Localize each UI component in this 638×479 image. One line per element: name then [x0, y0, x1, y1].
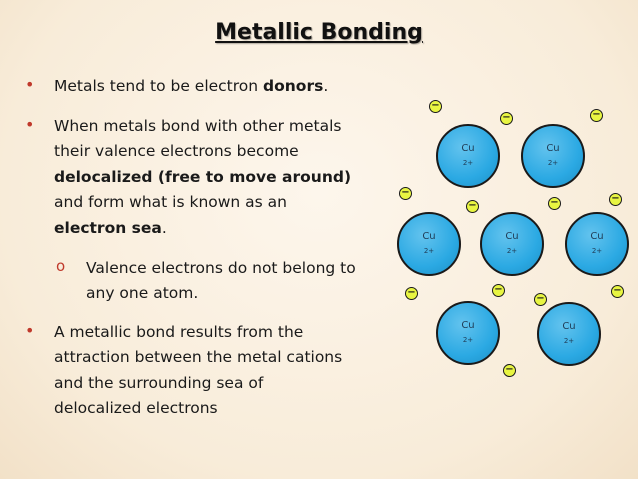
electron: − — [611, 285, 624, 298]
bullet-marker: • — [25, 115, 35, 134]
copper-ion: Cu 2+ — [565, 212, 629, 276]
ion-symbol: Cu — [562, 321, 576, 332]
copper-ion: Cu 2+ — [436, 124, 500, 188]
copper-ion: Cu 2+ — [521, 124, 585, 188]
bullet-2-bold-electron-sea: electron sea — [54, 219, 162, 237]
bullet-2-line-1: When metals bond with other metals — [54, 117, 342, 135]
electron: − — [503, 364, 516, 377]
electron: − — [429, 100, 442, 113]
bullet-1-bold: donors — [263, 77, 324, 95]
bullet-3-line-2: attraction between the metal cations — [54, 348, 343, 366]
bullet-list: • Metals tend to be electron donors. • W… — [25, 75, 356, 417]
bullet-2-bold-delocalized: delocalized (free to move around) — [54, 168, 352, 186]
electron: − — [466, 200, 479, 213]
bullet-2-line-4: and form what is known as an — [54, 193, 287, 211]
slide-title: Metallic Bonding — [215, 20, 423, 45]
copper-ion: Cu 2+ — [436, 301, 500, 365]
electron: − — [492, 284, 505, 297]
ion-symbol: Cu — [422, 231, 436, 242]
electron: − — [399, 187, 412, 200]
sub-bullet-line-1: Valence electrons do not belong to — [86, 259, 356, 277]
bullet-marker: • — [25, 321, 35, 340]
copper-ion: Cu 2+ — [537, 302, 601, 366]
bullet-2-line-2: their valence electrons become — [54, 142, 299, 160]
bullet-marker: • — [25, 75, 35, 94]
bullet-2-line-3: delocalized (free to move around) — [54, 166, 351, 188]
ion-charge: 2+ — [547, 159, 559, 167]
ion-charge: 2+ — [423, 247, 435, 255]
electron: − — [500, 112, 513, 125]
ion-symbol: Cu — [461, 143, 475, 154]
electron: − — [548, 197, 561, 210]
bullet-3-line-1: A metallic bond results from the — [54, 323, 304, 341]
ion-symbol: Cu — [590, 231, 604, 242]
ion-charge: 2+ — [591, 247, 603, 255]
ion-charge: 2+ — [563, 337, 575, 345]
copper-ion: Cu 2+ — [397, 212, 461, 276]
electron: − — [534, 293, 547, 306]
sub-bullet-line-2: any one atom. — [86, 284, 199, 302]
copper-ion: Cu 2+ — [480, 212, 544, 276]
electron: − — [590, 109, 603, 122]
electron: − — [405, 287, 418, 300]
bullet-1-text-end: . — [323, 77, 329, 95]
ion-symbol: Cu — [505, 231, 519, 242]
ion-charge: 2+ — [506, 247, 518, 255]
bullet-2-line-5: electron sea. — [54, 217, 167, 239]
ion-charge: 2+ — [462, 336, 474, 344]
bullet-1-text: Metals tend to be electron donors. — [54, 75, 328, 97]
ion-charge: 2+ — [462, 159, 474, 167]
electron-sea-diagram: Cu 2+ Cu 2+ Cu 2+ Cu 2+ Cu 2+ Cu 2+ Cu 2+ − − −… — [390, 95, 638, 385]
bullet-1-text-start: Metals tend to be electron — [54, 77, 264, 95]
sub-bullet-marker: o — [56, 257, 66, 275]
ion-symbol: Cu — [461, 320, 475, 331]
ion-symbol: Cu — [546, 143, 560, 154]
bullet-3-line-3: and the surrounding sea of — [54, 374, 264, 392]
electron: − — [609, 193, 622, 206]
bullet-2-line-5-end: . — [161, 219, 167, 237]
bullet-3-line-4: delocalized electrons — [54, 399, 218, 417]
